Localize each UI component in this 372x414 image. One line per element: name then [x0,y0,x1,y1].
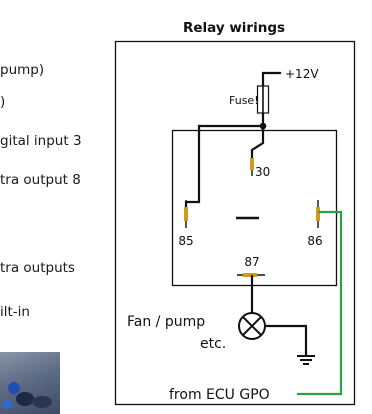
diagram-frame [114,40,356,406]
ecu-gpo-label: from ECU GPO [169,387,270,403]
wire-to-ground [265,324,308,356]
pin-86 [316,200,320,228]
lamp-icon [238,312,266,340]
text-fragment-built-in: ilt-in [0,304,30,320]
pin-87-label: 87 [244,255,259,269]
supply-label: +12V [285,67,319,81]
fuse-label: Fuse! [229,94,259,107]
pin-85-label: 85 [178,234,193,248]
text-fragment-extra-outputs: tra outputs [0,260,75,276]
text-fragment-pump: pump) [0,62,45,78]
ground-icon [297,355,315,365]
diagram-title: Relay wirings [183,20,285,36]
text-fragment-paren: ) [0,94,6,110]
relay-box [171,129,338,287]
pin-30 [250,158,254,176]
ecu-gpo-signal-wire [297,210,343,396]
text-fragment-digital-input: gital input 3 [0,133,82,149]
pin-30-label: 30 [255,165,270,179]
text-fragment-extra-output: tra output 8 [0,172,81,188]
photo-thumbnail [0,352,60,414]
load-label-line2: etc. [200,336,226,352]
load-label-line1: Fan / pump [127,314,205,330]
pin-86-label: 86 [307,234,322,248]
wire-to-pin-30 [250,126,265,160]
pin-85 [184,200,188,228]
